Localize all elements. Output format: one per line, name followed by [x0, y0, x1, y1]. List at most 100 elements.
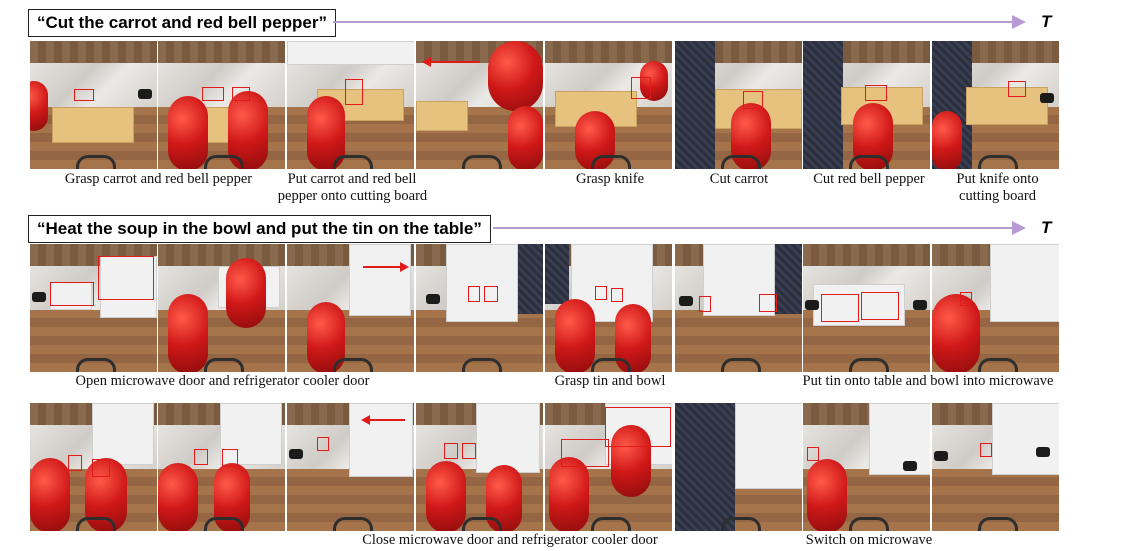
robot-arm	[226, 258, 266, 328]
robot-arm	[640, 61, 668, 101]
robot-arm	[488, 41, 543, 111]
chair	[849, 517, 889, 531]
sim-frame	[932, 244, 1059, 372]
chair	[978, 358, 1018, 372]
bounding-box	[194, 449, 208, 465]
wall-panel	[30, 41, 157, 63]
robot-arm	[508, 106, 543, 169]
sim-frame	[545, 41, 672, 169]
chair	[76, 155, 116, 169]
bounding-box	[611, 288, 623, 302]
white-cabinet	[703, 244, 775, 316]
sim-frame	[675, 403, 802, 531]
chair	[978, 155, 1018, 169]
robot-arm	[30, 81, 48, 131]
bounding-box	[1008, 81, 1026, 97]
sim-frame	[675, 41, 802, 169]
carpet	[675, 41, 715, 169]
bounding-box	[484, 286, 498, 302]
bounding-box	[232, 87, 250, 101]
gripper	[1036, 447, 1050, 457]
wall-panel	[545, 41, 672, 63]
caption-grasp-carrot-pepper: Grasp carrot and red bell pepper	[64, 171, 253, 187]
bounding-box	[980, 443, 992, 457]
white-cabinet	[349, 403, 413, 477]
robot-arm	[168, 96, 208, 169]
task-instruction-1: “Cut the carrot and red bell pepper”	[28, 9, 336, 37]
chair	[204, 517, 244, 531]
chair	[721, 517, 761, 531]
robot-arm	[426, 461, 466, 531]
cutting-board	[52, 107, 134, 143]
robot-arm	[932, 111, 962, 169]
robot-arm	[158, 463, 198, 531]
bounding-box	[865, 85, 887, 101]
chair	[333, 358, 373, 372]
bounding-box	[50, 282, 94, 306]
bounding-box	[68, 455, 82, 471]
caption-close-doors: Close microwave door and refrigerator co…	[362, 532, 658, 548]
chair	[978, 517, 1018, 531]
bounding-box	[861, 292, 899, 320]
white-cabinet	[992, 403, 1059, 475]
sim-frame	[158, 244, 285, 372]
chair	[462, 155, 502, 169]
chair	[591, 517, 631, 531]
cutting-board	[416, 101, 468, 131]
bounding-box	[605, 407, 671, 447]
sim-frame	[416, 41, 543, 169]
sim-frame	[158, 403, 285, 531]
wall-panel	[158, 41, 285, 63]
white-cabinet	[446, 244, 518, 322]
robot-arm	[30, 458, 70, 531]
carpet	[675, 403, 735, 531]
wooden-floor	[932, 469, 1059, 531]
gripper	[679, 296, 693, 306]
sim-frame	[30, 244, 157, 372]
bounding-box	[699, 296, 711, 312]
chair	[591, 155, 631, 169]
chair	[76, 517, 116, 531]
sim-frame	[287, 244, 414, 372]
chair	[204, 155, 244, 169]
white-cabinet	[476, 403, 540, 473]
gripper	[138, 89, 152, 99]
bounding-box	[92, 459, 110, 477]
carpet	[545, 244, 569, 304]
sim-frame	[803, 403, 930, 531]
caption-grasp-knife: Grasp knife	[575, 171, 645, 187]
gripper	[934, 451, 948, 461]
carpet	[775, 244, 802, 314]
carpet	[803, 41, 843, 169]
caption-switch-on-microwave: Switch on microwave	[805, 532, 933, 548]
bounding-box	[345, 79, 363, 105]
sim-frame	[287, 41, 414, 169]
bounding-box	[595, 286, 607, 300]
wooden-floor	[287, 469, 414, 531]
sim-frame	[932, 41, 1059, 169]
bounding-box	[759, 294, 777, 312]
sim-frame	[30, 403, 157, 531]
gripper	[1040, 93, 1054, 103]
motion-arrow	[361, 415, 405, 425]
cutting-board	[966, 87, 1048, 125]
white-cabinet	[735, 403, 802, 489]
caption-put-onto-board-line1: Put carrot and red bell	[287, 171, 417, 187]
sim-frame	[803, 244, 930, 372]
motion-arrow	[422, 57, 480, 67]
caption-put-knife-line1: Put knife onto	[956, 171, 1039, 187]
chair	[721, 358, 761, 372]
bounding-box	[317, 437, 329, 451]
bounding-box	[821, 294, 859, 322]
bounding-box	[202, 87, 224, 101]
time-axis-label-2: T	[1041, 218, 1052, 237]
white-cabinet	[92, 403, 154, 465]
timeline-arrowhead-1	[1012, 15, 1026, 29]
bounding-box	[74, 89, 94, 101]
timeline-arrow-1	[333, 21, 1015, 23]
caption-grasp-tin-bowl: Grasp tin and bowl	[554, 373, 666, 389]
gripper	[903, 461, 917, 471]
bounding-box	[98, 256, 154, 300]
caption-put-tin-bowl: Put tin onto table and bowl into microwa…	[802, 373, 1054, 389]
white-cabinet	[220, 403, 282, 465]
